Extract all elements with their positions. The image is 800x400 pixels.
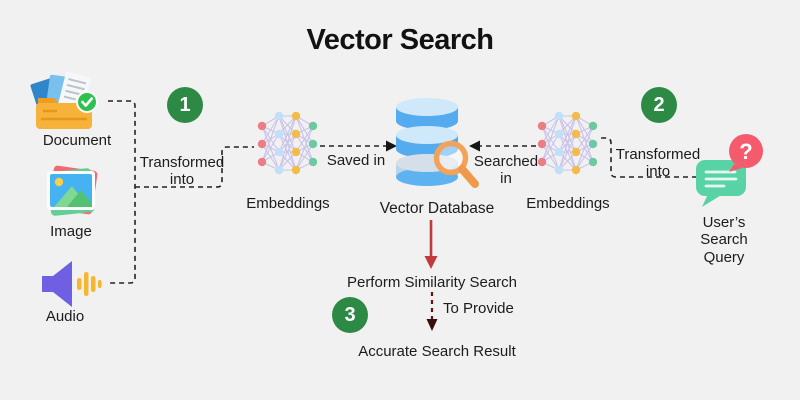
user-query-label: User’s Search Query xyxy=(700,214,748,266)
diagram-title: Vector Search xyxy=(306,24,494,56)
embeddings-left-label: Embeddings xyxy=(246,195,330,212)
source-label-image: Image xyxy=(50,223,92,240)
source-label-audio: Audio xyxy=(45,308,85,325)
step-badge-2: 2 xyxy=(641,87,677,123)
to-provide-label: To Provide xyxy=(443,300,514,317)
neural-network-icon-left xyxy=(257,112,319,178)
step-badge-3: 3 xyxy=(332,297,368,333)
embeddings-right-label: Embeddings xyxy=(526,195,610,212)
image-icon xyxy=(47,165,98,216)
saved-in-label: Saved in xyxy=(326,152,386,169)
transformed-into-left-label: Transformed into xyxy=(139,154,225,189)
accurate-search-result-label: Accurate Search Result xyxy=(358,343,516,360)
source-label-document: Document xyxy=(42,132,112,149)
audio-icon xyxy=(42,261,102,307)
vector-database-label: Vector Database xyxy=(379,200,495,217)
perform-similarity-search-label: Perform Similarity Search xyxy=(346,274,518,291)
svg-text:?: ? xyxy=(739,139,752,164)
chat-question-icon: ? xyxy=(696,134,763,207)
neural-network-icon-right xyxy=(537,112,599,178)
searched-in-label: Searched in xyxy=(473,153,539,188)
document-icon xyxy=(30,72,98,129)
database-magnifier-icon xyxy=(396,98,479,188)
step-badge-1: 1 xyxy=(167,87,203,123)
transformed-into-right-label: Transformed into xyxy=(615,146,701,181)
